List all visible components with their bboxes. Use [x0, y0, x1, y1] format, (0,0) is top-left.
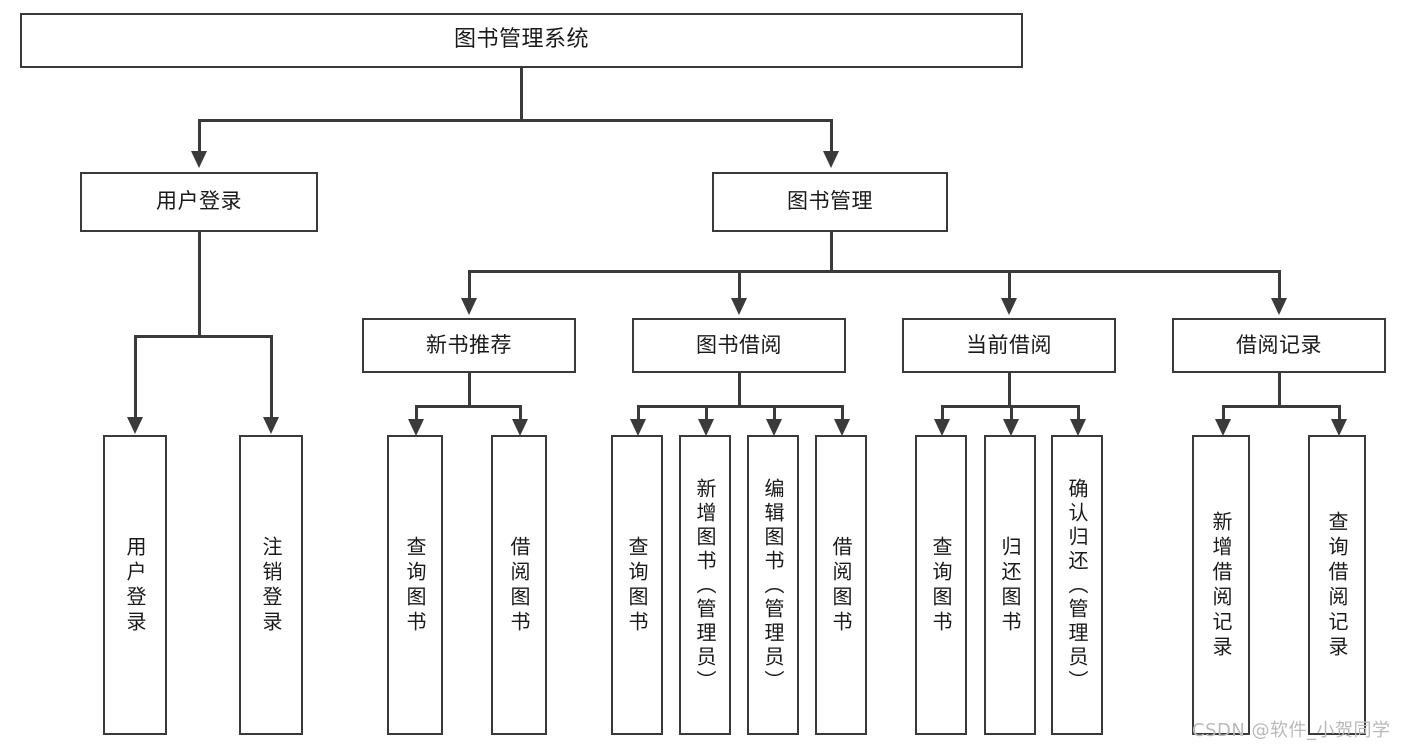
connector-book-borrow-stem: [738, 373, 741, 407]
arrowhead-down-icon: [408, 419, 424, 436]
connector-new-book-bus: [415, 405, 521, 408]
connector-root-stem: [520, 68, 523, 120]
connector-book-borrow-branch-3: [773, 405, 776, 423]
leaf-current-confirm-return[interactable]: 确认归还（管理员）: [1051, 435, 1103, 735]
connector-current-borrow-stem: [1008, 373, 1011, 407]
connector-book-borrow-branch-1: [637, 405, 640, 423]
arrowhead-down-icon: [698, 419, 714, 436]
connector-current-borrow-branch-3: [1077, 405, 1080, 423]
arrowhead-down-icon: [834, 419, 850, 436]
leaf-user-login[interactable]: 用户登录: [103, 435, 167, 735]
arrowhead-down-icon: [127, 417, 143, 434]
leaf-borrow-borrow-book[interactable]: 借阅图书: [815, 435, 867, 735]
leaf-new-book-borrow[interactable]: 借阅图书: [491, 435, 547, 735]
node-label: 查询图书: [929, 536, 953, 636]
connector-borrow-record-branch-2: [1338, 405, 1341, 423]
connector-borrow-record-bus: [1222, 405, 1338, 408]
node-label: 新增图书（管理员）: [693, 478, 717, 694]
leaf-new-book-query[interactable]: 查询图书: [387, 435, 443, 735]
arrowhead-down-icon: [1003, 419, 1019, 436]
node-new-book-recommend[interactable]: 新书推荐: [362, 318, 576, 373]
node-borrow-record[interactable]: 借阅记录: [1172, 318, 1386, 373]
connector-new-book-stem: [468, 373, 471, 407]
connector-book-borrow-branch-4: [841, 405, 844, 423]
arrowhead-down-icon: [630, 419, 646, 436]
node-current-borrow[interactable]: 当前借阅: [902, 318, 1116, 373]
leaf-user-logout[interactable]: 注销登录: [239, 435, 303, 735]
node-label: 编辑图书（管理员）: [761, 478, 785, 694]
connector-book-manage-branch-1: [468, 270, 471, 300]
connector-borrow-record-stem: [1278, 373, 1281, 407]
arrowhead-down-icon: [934, 419, 950, 436]
node-label: 借阅图书: [829, 536, 853, 636]
node-label: 用户登录: [156, 189, 242, 214]
node-book-manage[interactable]: 图书管理: [712, 172, 948, 232]
node-book-borrow[interactable]: 图书借阅: [632, 318, 846, 373]
arrowhead-down-icon: [766, 419, 782, 436]
connector-user-login-stem: [198, 232, 201, 337]
arrowhead-down-icon: [1331, 419, 1347, 436]
node-label: 图书管理系统: [453, 27, 589, 53]
arrowhead-down-icon: [1271, 298, 1287, 315]
connector-new-book-branch-1: [415, 405, 418, 423]
node-label: 借阅图书: [507, 536, 531, 636]
node-label: 新书推荐: [426, 332, 512, 357]
arrowhead-down-icon: [512, 419, 528, 436]
arrowhead-down-icon: [1070, 419, 1086, 436]
connector-borrow-record-branch-1: [1222, 405, 1225, 423]
leaf-borrow-edit-book[interactable]: 编辑图书（管理员）: [747, 435, 799, 735]
node-label: 图书借阅: [696, 332, 782, 357]
watermark-text: CSDN @软件_小贺同学: [1192, 720, 1391, 741]
node-label: 用户登录: [123, 536, 147, 636]
connector-book-manage-stem: [830, 232, 833, 272]
leaf-borrow-add-book[interactable]: 新增图书（管理员）: [679, 435, 731, 735]
node-label: 查询图书: [625, 536, 649, 636]
node-user-login[interactable]: 用户登录: [80, 172, 318, 232]
connector-current-borrow-branch-1: [941, 405, 944, 423]
connector-book-manage-branch-3: [1008, 270, 1011, 300]
connector-book-manage-branch-2: [738, 270, 741, 300]
connector-new-book-branch-2: [519, 405, 522, 423]
node-label: 查询借阅记录: [1325, 511, 1349, 661]
arrowhead-down-icon: [263, 417, 279, 434]
node-label: 归还图书: [998, 536, 1022, 636]
arrowhead-down-icon: [1001, 298, 1017, 315]
connector-book-borrow-branch-2: [705, 405, 708, 423]
connector-root-to-user-login: [198, 119, 201, 153]
connector-root-to-book-manage: [830, 119, 833, 153]
node-label: 图书管理: [787, 189, 873, 214]
node-label: 当前借阅: [966, 332, 1052, 357]
node-label: 确认归还（管理员）: [1065, 478, 1089, 694]
leaf-current-query-book[interactable]: 查询图书: [915, 435, 967, 735]
connector-user-login-branch-2: [270, 335, 273, 419]
leaf-borrow-query-book[interactable]: 查询图书: [611, 435, 663, 735]
connector-book-borrow-bus: [637, 405, 843, 408]
connector-user-login-branch-1: [134, 335, 137, 419]
arrowhead-down-icon: [1215, 419, 1231, 436]
leaf-record-query[interactable]: 查询借阅记录: [1308, 435, 1366, 735]
connector-book-manage-bus: [468, 270, 1280, 273]
connector-current-borrow-branch-2: [1010, 405, 1013, 423]
leaf-record-add[interactable]: 新增借阅记录: [1192, 435, 1250, 735]
node-label: 查询图书: [403, 536, 427, 636]
arrowhead-down-icon: [731, 298, 747, 315]
arrowhead-down-icon: [461, 298, 477, 315]
connector-root-bus: [198, 119, 832, 122]
leaf-current-return-book[interactable]: 归还图书: [984, 435, 1036, 735]
node-label: 注销登录: [259, 536, 283, 636]
connector-book-manage-branch-4: [1278, 270, 1281, 300]
node-label: 新增借阅记录: [1209, 511, 1233, 661]
arrowhead-down-icon: [823, 151, 839, 168]
connector-user-login-bus: [134, 335, 272, 338]
node-root-system[interactable]: 图书管理系统: [20, 13, 1023, 68]
node-label: 借阅记录: [1236, 332, 1322, 357]
arrowhead-down-icon: [191, 151, 207, 168]
